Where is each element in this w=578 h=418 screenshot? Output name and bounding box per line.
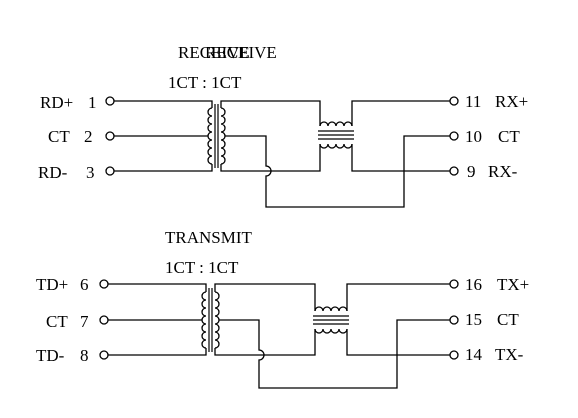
pin-num-7: 7 — [80, 312, 89, 331]
transmit-wire-secondary-top — [214, 283, 316, 311]
receive-choke-coil-top — [319, 121, 353, 127]
pin-num-15: 15 — [465, 310, 482, 329]
receive-wire-secondary-bottom — [220, 144, 321, 172]
terminal-pin-3 — [105, 166, 115, 176]
terminal-pin-6 — [99, 279, 109, 289]
pin-label-tx-plus: TX+ — [497, 275, 529, 294]
pin-num-6: 6 — [80, 275, 89, 294]
receive-wire-secondary-center — [225, 135, 450, 208]
terminal-pin-15 — [449, 315, 459, 325]
pin-num-1: 1 — [88, 93, 97, 112]
receive-choke-coil-bottom — [319, 143, 353, 149]
transmit-secondary-coil — [214, 291, 220, 349]
pin-label-rd-minus: RD- — [38, 163, 68, 182]
terminal-pin-2 — [105, 131, 115, 141]
receive-wire-pin-1 — [114, 100, 213, 108]
pin-num-8: 8 — [80, 346, 89, 365]
transmit-wire-pin-8 — [108, 348, 207, 356]
terminal-pin-14 — [449, 350, 459, 360]
pin-label-tx-minus: TX- — [495, 345, 524, 364]
pin-num-2: 2 — [84, 127, 93, 146]
transmit-primary-coil — [201, 291, 207, 349]
pin-label-td-plus: TD+ — [36, 275, 68, 294]
pin-label-td-minus: TD- — [36, 346, 65, 365]
terminal-pin-8 — [99, 350, 109, 360]
transmit-ratio: 1CT : 1CT — [165, 258, 239, 277]
receive-title-overlap: RECEIVE — [205, 43, 277, 62]
transmit-wire-choke-out-bottom — [346, 329, 450, 356]
transmit-wire-pin-6 — [108, 283, 207, 292]
pin-num-9: 9 — [467, 162, 476, 181]
pin-label-ct-7: CT — [46, 312, 68, 331]
pin-num-14: 14 — [465, 345, 483, 364]
pin-num-11: 11 — [465, 92, 481, 111]
pin-num-10: 10 — [465, 127, 482, 146]
pin-label-ct-2: CT — [48, 127, 70, 146]
pin-label-rx-plus: RX+ — [495, 92, 528, 111]
terminal-pin-1 — [105, 96, 115, 106]
receive-wire-pin-3 — [114, 164, 213, 172]
receive-section: RECEIVE RECEIVE 1CT : 1CT RD+ 1 CT 2 RD-… — [38, 43, 528, 208]
transmit-section: TRANSMIT 1CT : 1CT TD+ 6 CT 7 TD- 8 16 T… — [36, 228, 529, 389]
terminal-pin-9 — [449, 166, 459, 176]
pin-num-16: 16 — [465, 275, 482, 294]
pin-label-rd-plus: RD+ — [40, 93, 73, 112]
receive-title: RECEIVE — [178, 43, 250, 62]
transmit-choke-coil-top — [314, 306, 348, 312]
pin-num-3: 3 — [86, 163, 95, 182]
transmit-wire-choke-out-top — [346, 283, 450, 311]
terminal-pin-10 — [449, 131, 459, 141]
transmit-title: TRANSMIT — [165, 228, 253, 247]
receive-wire-secondary-top — [220, 100, 321, 126]
transmit-wire-secondary-bottom — [214, 329, 316, 356]
receive-wire-choke-out-top — [351, 100, 450, 126]
receive-wire-choke-out-bottom — [351, 144, 450, 172]
pin-label-ct-10: CT — [498, 127, 520, 146]
terminal-pin-16 — [449, 279, 459, 289]
pin-label-ct-15: CT — [497, 310, 519, 329]
terminal-pin-7 — [99, 315, 109, 325]
receive-ratio: 1CT : 1CT — [168, 73, 242, 92]
receive-primary-coil — [207, 107, 213, 165]
transmit-choke-coil-bottom — [314, 328, 348, 334]
transmit-wire-secondary-center — [219, 319, 450, 389]
terminal-pin-11 — [449, 96, 459, 106]
receive-secondary-coil — [220, 107, 226, 165]
pin-label-rx-minus: RX- — [488, 162, 518, 181]
